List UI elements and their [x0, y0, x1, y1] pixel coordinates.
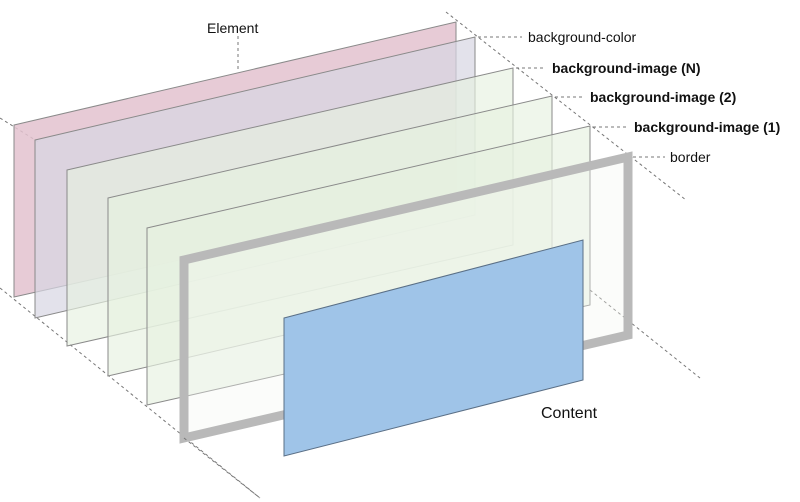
background-image-2-label: background-image (2)	[590, 89, 736, 105]
guide-lines	[0, 11, 701, 499]
guide-top-right	[445, 11, 687, 201]
content-label: Content	[541, 405, 598, 422]
background-image-n-label: background-image (N)	[552, 60, 701, 76]
guide-lines-front	[183, 437, 261, 499]
guide-front-bottom	[183, 437, 261, 499]
border-label: border	[670, 149, 711, 165]
guide-top-left	[0, 117, 41, 144]
background-color-label: background-color	[528, 29, 637, 45]
label-leaders	[478, 36, 665, 158]
element-label: Element	[207, 20, 258, 36]
content-layer	[283, 239, 584, 457]
background-image-1-label: background-image (1)	[634, 119, 780, 135]
guide-bottom-left	[0, 287, 261, 499]
